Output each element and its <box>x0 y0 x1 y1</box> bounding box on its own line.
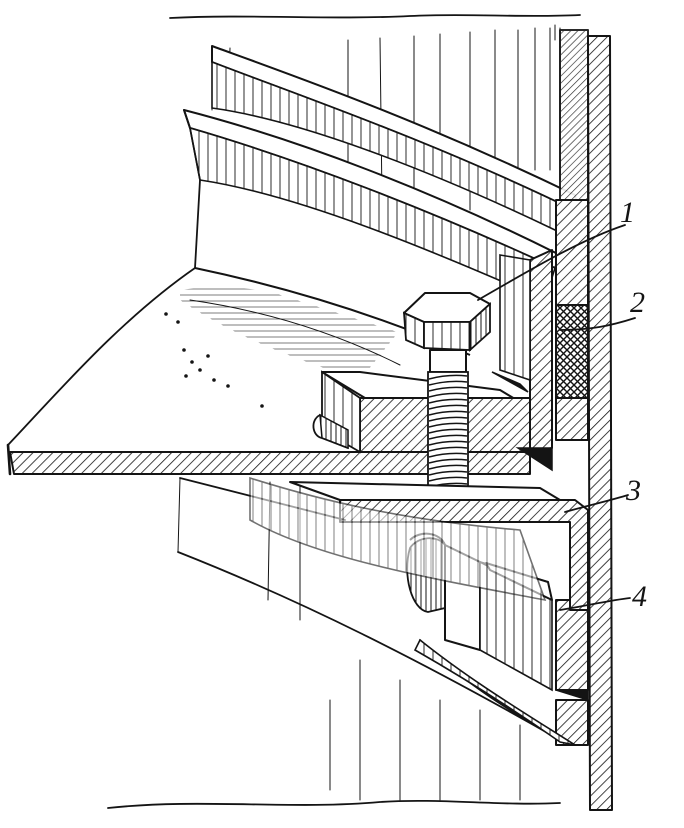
thread-line <box>428 380 468 386</box>
callout-2: 2 <box>630 286 645 319</box>
bolt-thread <box>428 374 468 488</box>
thread-line <box>428 434 468 440</box>
thread-line <box>428 410 468 416</box>
callout-4: 4 <box>632 580 647 613</box>
thread-line <box>428 374 468 380</box>
callout-1: 1 <box>620 196 635 229</box>
thread-line <box>428 422 468 428</box>
bolt <box>402 292 491 493</box>
thread-line <box>428 398 468 404</box>
shelf-plate <box>7 267 471 446</box>
thread-line <box>428 470 468 476</box>
callout-leaders <box>477 224 636 611</box>
shelf-plate-section <box>6 443 531 476</box>
wall-column <box>555 29 613 811</box>
callout-labels: 1 2 3 4 <box>620 196 647 613</box>
thread-line <box>428 458 468 464</box>
thread-line <box>428 476 468 482</box>
break-lines <box>107 14 581 809</box>
thread-line <box>428 446 468 452</box>
thread-line <box>428 464 468 470</box>
clamp-block <box>312 370 531 454</box>
vertical-bracket <box>491 249 553 472</box>
thread-line <box>428 386 468 392</box>
plate-texture-dots <box>164 312 264 408</box>
thread-line <box>428 428 468 434</box>
thread-line <box>428 416 468 422</box>
thread-line <box>428 440 468 446</box>
thread-line <box>428 452 468 458</box>
thread-line <box>428 404 468 410</box>
thread-line <box>428 392 468 398</box>
lower-flange-ribs <box>177 476 576 746</box>
callout-3: 3 <box>625 474 641 507</box>
